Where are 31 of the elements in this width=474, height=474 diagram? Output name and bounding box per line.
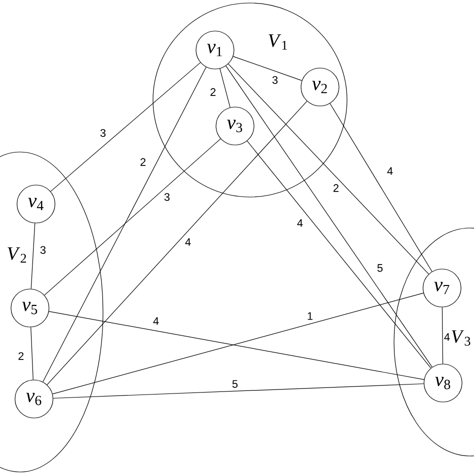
edge-label: 2: [334, 184, 338, 192]
edge-line: [46, 100, 308, 386]
edge-line: [30, 326, 34, 380]
edge-label: 2: [18, 352, 24, 360]
edge-line: [30, 222, 36, 290]
edge-label: 4: [185, 238, 191, 246]
edge-line: [48, 311, 424, 380]
edge-line: [220, 68, 230, 108]
edge-label: 2: [140, 158, 146, 166]
edge-line: [246, 140, 432, 368]
edge-label: 1: [308, 312, 313, 320]
edge-line: [44, 138, 221, 296]
edge-line: [330, 103, 432, 272]
edge-label: 4: [297, 219, 303, 227]
edge-line: [52, 383, 424, 399]
edge-line: [442, 307, 444, 364]
edge-label: 5: [377, 264, 383, 272]
edge-label: 2: [210, 88, 216, 96]
edge-line: [50, 62, 201, 192]
edge-line: [52, 292, 424, 394]
edge-label: 3: [40, 246, 46, 254]
edge-label: 4: [387, 167, 393, 175]
edge-label: 3: [100, 129, 106, 137]
edge-label: 5: [232, 380, 238, 388]
edge-label: 4: [153, 317, 159, 325]
edge-line: [228, 64, 429, 274]
edge-line: [42, 66, 206, 382]
edge-line: [232, 56, 302, 81]
edge-line: [226, 66, 432, 368]
edge-label: 3: [272, 76, 278, 84]
edge-label: 4: [444, 333, 450, 341]
